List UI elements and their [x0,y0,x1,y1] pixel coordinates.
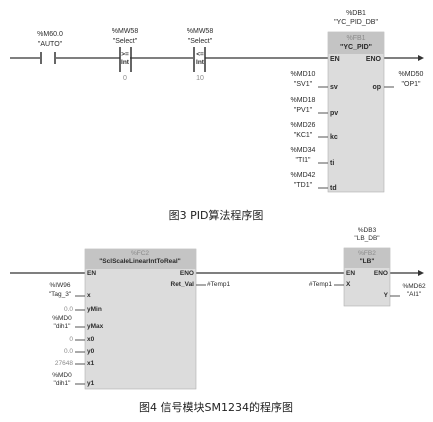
scale-block-header [85,249,196,269]
lb-db-name: "LB_DB" [354,235,380,242]
pid-output-address: %MD50 [398,71,424,78]
rung-end-arrow [418,270,424,276]
scale-input-address-ymax: %MD0 [52,315,72,322]
pid-fb-address: %FB1 [346,35,366,42]
scale-input-symbol-x: "Tag_3" [48,291,72,298]
scale-input-symbol-ymin: 0.0 [63,306,73,313]
cmp-le-operator: <= [196,51,204,58]
contact-auto-symbol: "AUTO" [37,41,63,48]
pid-input-symbol-td: "TD1" [293,182,313,189]
cmp-le-value: 10 [196,75,204,82]
scale-pin-y1: y1 [87,380,95,387]
pid-input-symbol-kc: "KC1" [293,132,313,139]
pid-input-address-kc: %MD26 [290,122,316,129]
pid-input-symbol-pv: "PV1" [293,107,313,114]
pid-db-address: %DB1 [346,10,366,17]
pid-input-address-sv: %MD10 [290,71,316,78]
figure-caption-3: 图3 PID算法程序图 [168,209,264,222]
pid-block-header [328,32,384,54]
pid-input-address-td: %MD42 [290,172,316,179]
rung-end-arrow [418,55,424,61]
scale-pin-y0: y0 [87,348,95,355]
lb-eno-pin: ENO [373,270,388,277]
compare-ge-box[interactable] [119,47,132,72]
lb-pin-x: X [346,281,351,288]
scale-pin-x0: x0 [87,336,95,343]
pid-block-body[interactable] [327,31,385,193]
scale-en-pin: EN [87,270,97,277]
lb-block-header [344,248,390,268]
lb-en-pin: EN [346,270,356,277]
contact-auto-address: %M60.0 [37,31,63,38]
pid-pin-op: op [372,84,381,91]
pid-eno-pin: ENO [365,56,381,63]
lb-fb-name: "LB" [359,258,375,265]
scale-fc-address: %FC2 [130,250,150,257]
compare-le-box[interactable] [193,47,206,72]
pid-en-pin: EN [330,56,340,63]
pid-fb-name: "YC_PID" [340,44,372,51]
pid-pin-td: td [330,185,337,192]
scale-pin-x: x [87,292,91,299]
cmp-le-symbol: "Select" [187,38,213,45]
scale-eno-pin: ENO [179,270,194,277]
pid-input-symbol-sv: "SV1" [293,81,313,88]
figure-caption-4: 图4 信号模块SM1234的程序图 [139,401,293,414]
lb-pin-y: Y [383,292,388,299]
cmp-ge-operator: >= [121,51,129,58]
pid-db-name: "YC_PID_DB" [334,19,378,26]
cmp-ge-symbol: "Select" [112,38,138,45]
lb-output-address: %MD62 [402,283,426,290]
cmp-le-address: %MW58 [186,28,214,35]
scale-input-symbol-x0: 0 [69,336,73,343]
lb-db-address: %DB3 [357,227,377,234]
lb-fb-address: %FB2 [358,250,376,257]
cmp-ge-address: %MW58 [111,28,139,35]
contact-auto[interactable] [40,52,56,64]
scale-input-address-y1: %MD0 [52,372,72,379]
scale-pin-ymax: yMax [87,323,104,330]
pid-input-address-pv: %MD18 [290,97,316,104]
lb-output-symbol: "AI1" [406,291,422,298]
scale-input-symbol-y1: "dih1" [53,380,71,387]
pid-pin-kc: kc [330,134,338,141]
pid-output-symbol: "OP1" [401,81,421,88]
cmp-ge-type: Int [121,59,129,66]
scale-input-symbol-x1: 27648 [54,360,73,367]
cmp-le-type: Int [196,59,204,66]
pid-input-address-ti: %MD34 [290,147,316,154]
pid-input-symbol-ti: "TI1" [295,157,311,164]
pid-pin-ti: ti [330,160,335,167]
pid-pin-pv: pv [330,110,339,117]
scale-pin-ymin: yMin [87,306,102,313]
scale-input-symbol-y0: 0.0 [63,348,73,355]
scale-input-symbol-ymax: "dih1" [53,323,71,330]
scale-ret-pin: Ret_Val [170,281,195,288]
lb-input-source: #Temp1 [308,281,332,288]
scale-pin-x1: x1 [87,360,95,367]
scale-input-address-x: %IW96 [49,282,71,289]
scale-fc-name: "SclScaleLinearIntToReal" [99,258,181,265]
cmp-ge-value: 0 [123,75,127,82]
scale-block-body[interactable] [84,248,197,390]
pid-pin-sv: sv [330,84,338,91]
scale-ret-target: #Temp1 [207,281,231,288]
